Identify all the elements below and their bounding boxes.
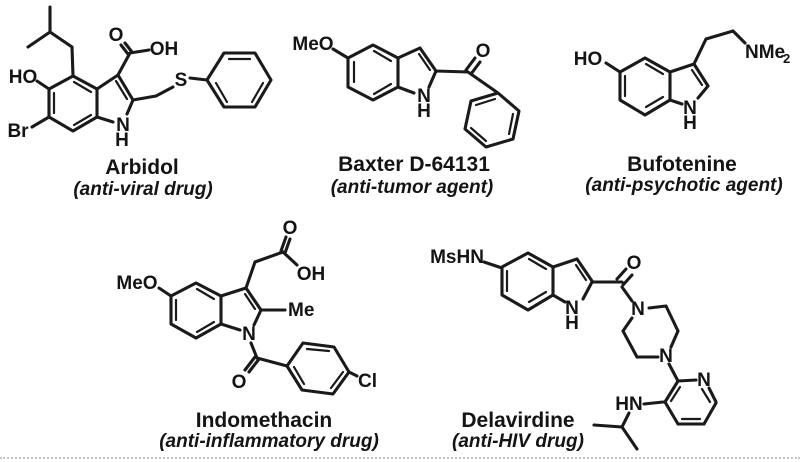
atom-label-o: O [476,41,491,62]
atom-label-h: H [115,130,129,151]
atom-label-n-indole: N [565,298,579,319]
atom-label-n-pyridine: N [697,370,711,391]
atom-label-nme: NMe [745,42,785,63]
atom-label-n-piperazine-top: N [631,299,645,320]
bottom-dotted-divider [0,457,800,459]
atom-label-hn: HN [615,394,642,415]
atom-label-meo: MeO [116,273,157,294]
bufotenine-bonds [604,29,747,117]
indomethacin-aromatic-inner-bonds [174,287,345,390]
arbidol-bonds [26,5,273,133]
atom-label-n-piperazine-bottom: N [659,346,673,367]
atom-label-s: S [175,70,188,91]
atom-label-n: N [242,324,256,345]
atom-label-me: Me [288,300,314,321]
baxter-structure: MeO O N H Baxter D-64131 (anti-tumor age… [292,34,521,198]
bufotenine-aromatic-inner-bonds [623,62,704,109]
atom-label-n: N [683,98,697,119]
atom-label-o: O [109,25,124,46]
delavirdine-structure: MsHN O N H N N N HN Delavirdine (anti-HI… [430,247,718,452]
compound-name: Delavirdine [461,409,574,432]
compound-role: (anti-inflammatory drug) [159,431,379,452]
compound-role: (anti-psychotic agent) [585,175,782,196]
compound-name: Baxter D-64131 [338,153,490,176]
atom-label-nme-subscript: 2 [783,51,790,66]
atom-label-br: Br [7,121,29,142]
compound-name: Bufotenine [627,153,737,176]
compound-name: Indomethacin [196,409,333,432]
indomethacin-bonds [157,235,359,396]
atom-label-h: H [683,113,697,134]
arbidol-aromatic-inner-bonds [52,57,265,127]
atom-label-oh: OH [297,264,326,285]
compound-role: (anti-HIV drug) [452,431,584,452]
atom-label-o-acid: O [283,218,298,239]
atom-label-oh: OH [150,39,179,60]
atom-label-n: N [417,86,431,107]
indomethacin-structure: MeO O OH Me N O Cl Indomethacin (anti-in… [116,218,378,452]
baxter-bonds [331,43,521,149]
compound-name: Arbidol [105,156,179,179]
atom-label-meo: MeO [292,34,333,55]
atom-label-n: N [116,115,130,136]
delavirdine-aromatic-inner-bonds [505,257,712,421]
bufotenine-structure: HO N H NMe 2 Bufotenine (anti-psychotic … [574,29,790,196]
compound-role: (anti-viral drug) [73,179,212,200]
delavirdine-bonds [482,251,718,451]
baxter-aromatic-inner-bonds [352,49,515,143]
atom-label-o: O [627,253,642,274]
atom-label-cl: Cl [358,371,377,392]
atom-label-mshn: MsHN [430,247,484,268]
atom-label-o-amide: O [232,372,247,393]
atom-label-ho: HO [9,67,38,88]
arbidol-structure: HO Br O OH S N H Arbidol (anti-viral dru… [7,5,273,200]
atom-label-ho: HO [574,49,603,70]
atom-label-h: H [417,101,431,122]
atom-label-h-indole: H [565,313,579,334]
compound-role: (anti-tumor agent) [331,177,494,198]
